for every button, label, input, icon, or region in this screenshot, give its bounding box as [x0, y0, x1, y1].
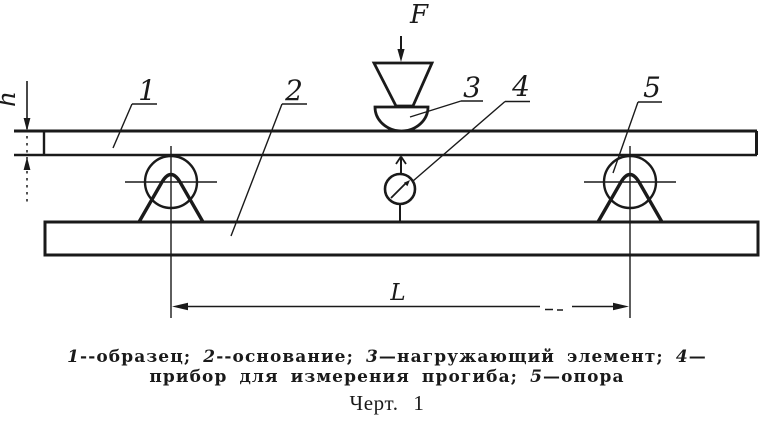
callout-support-label: 5 — [643, 71, 661, 104]
force-label: F — [409, 0, 429, 30]
caption-segment: 5 — [530, 367, 544, 387]
loading-element: F — [371, 0, 435, 133]
span-label: L — [389, 280, 405, 306]
caption: 1--образец; 2--основание; 3—нагружающий … — [0, 347, 774, 416]
gauge-tip-arrow-left — [395, 156, 402, 165]
caption-line-2: прибор для измерения прогиба; 5—опора — [0, 367, 774, 387]
dimension-l: L — [172, 280, 629, 311]
gauge-needle-head — [403, 180, 410, 187]
caption-segment: 2 — [203, 347, 217, 367]
loading-dome — [373, 105, 430, 133]
caption-segment: 4 — [675, 347, 689, 367]
callout-loading-element: 3 — [409, 71, 483, 118]
three-point-bend-diagram: F h L — [0, 0, 760, 318]
caption-segment: — — [688, 347, 707, 367]
caption-segment: —опора — [543, 367, 625, 387]
caption-segment: —нагружающий элемент; — [378, 347, 676, 367]
support-right-roller — [602, 154, 658, 210]
caption-segment: 1 — [67, 347, 81, 367]
callout-gauge: 4 — [412, 70, 530, 182]
thickness-label: h — [0, 91, 21, 107]
caption-segment: --основание; — [216, 347, 366, 367]
callout-support: 5 — [612, 71, 662, 174]
dimension-h: h — [0, 81, 31, 205]
figure-number: Черт. 1 — [349, 391, 425, 415]
callout-loading-element-label: 3 — [463, 71, 481, 104]
force-arrow-head — [397, 49, 405, 62]
support-right-wedge — [596, 172, 664, 223]
support-left-wedge — [137, 172, 205, 223]
caption-line-1: 1--образец; 2--основание; 3—нагружающий … — [0, 347, 774, 367]
callout-specimen-label: 1 — [138, 74, 156, 107]
callout-specimen: 1 — [112, 74, 157, 149]
dial-gauge — [383, 156, 417, 221]
caption-segment: --образец; — [80, 347, 204, 367]
callout-base-label: 2 — [284, 74, 303, 107]
callout-gauge-label: 4 — [511, 70, 530, 103]
caption-segment: прибор для измерения прогиба; — [149, 367, 531, 387]
base-bar — [43, 220, 760, 257]
specimen-bar — [14, 129, 758, 157]
gauge-needle — [390, 181, 408, 199]
support-right — [584, 146, 676, 318]
support-left — [125, 146, 217, 318]
support-left-roller — [143, 154, 199, 210]
loading-cone — [371, 61, 435, 108]
callout-base: 2 — [230, 74, 307, 237]
gauge-tip-arrow-right — [400, 156, 407, 165]
caption-segment: 3 — [365, 347, 379, 367]
